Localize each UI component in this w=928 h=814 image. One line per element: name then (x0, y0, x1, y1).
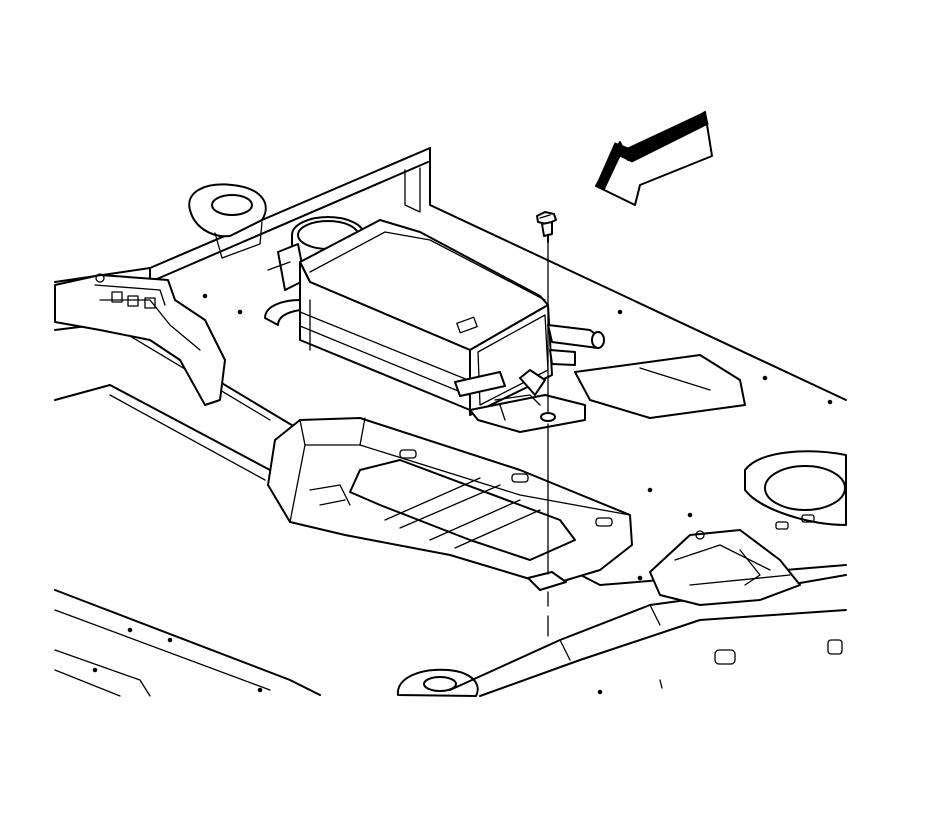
heat-shield-icon (574, 354, 746, 419)
vehicle-frame-icon (54, 147, 847, 697)
direction-arrow-icon (595, 111, 713, 206)
evap-canister-icon (264, 216, 605, 416)
canister-bracket-icon (469, 394, 586, 433)
crossmember-icon (267, 417, 633, 591)
bolt-icon (536, 211, 557, 637)
